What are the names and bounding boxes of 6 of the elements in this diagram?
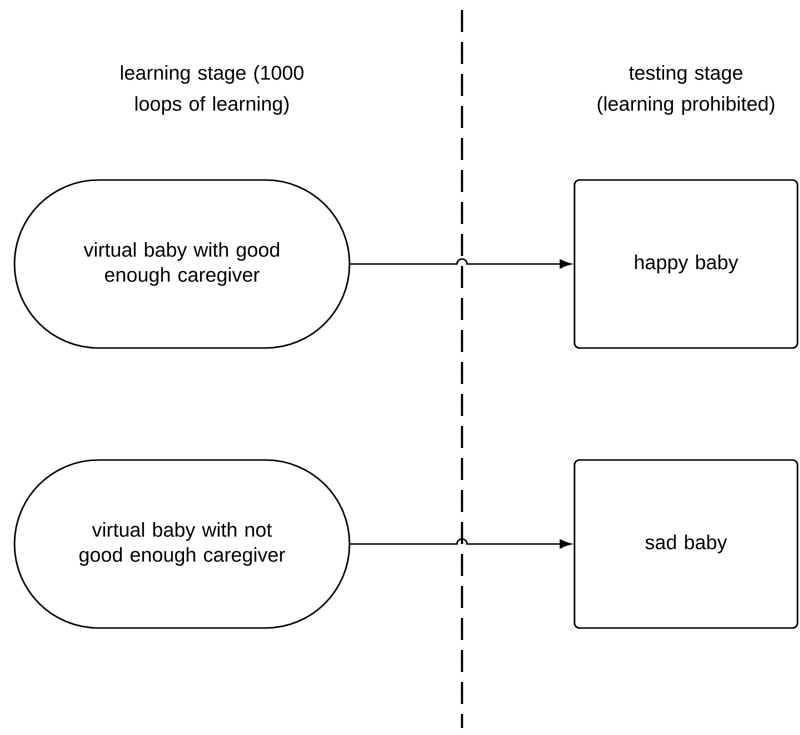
stage-heading: learning stage (1000 loops of learning) [121, 65, 304, 115]
process-box: happy baby [574, 179, 798, 349]
arrow [350, 538, 572, 548]
process-box: sad baby [574, 459, 798, 629]
stage-heading: testing stage (learning prohibited) [598, 65, 774, 115]
arrow [350, 258, 572, 268]
